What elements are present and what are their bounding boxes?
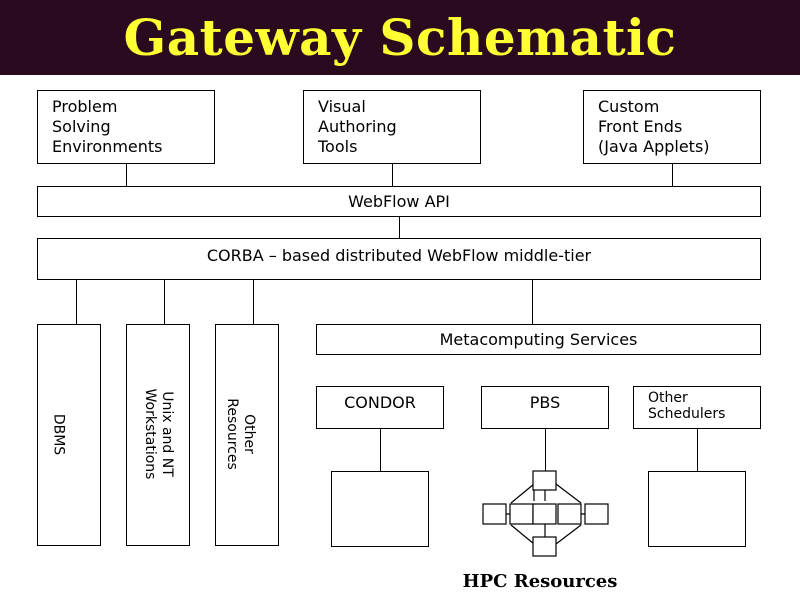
other-schedulers-label: Other Schedulers: [648, 390, 726, 422]
title-banner: [0, 0, 800, 75]
dbms-label: DBMS: [50, 413, 67, 456]
connector-corba-other: [253, 280, 254, 324]
visual-authoring-tools-box: Visual Authoring Tools: [303, 90, 481, 164]
connector-condor-hpc: [380, 429, 381, 471]
condor-box: CONDOR: [316, 386, 444, 429]
pbs-box: PBS: [481, 386, 609, 429]
metacomputing-services-box: Metacomputing Services: [316, 324, 761, 355]
other-schedulers-box: Other Schedulers: [633, 386, 761, 429]
connector-corba-unix: [164, 280, 165, 324]
pbs-node-center: [532, 503, 557, 525]
webflow-api-box: WebFlow API: [37, 186, 761, 217]
unix-nt-workstations-box: [126, 324, 190, 546]
pbs-node-bottom: [532, 536, 557, 557]
connector-other-hpc: [697, 429, 698, 471]
pbs-node-right: [584, 503, 609, 525]
pbs-node-top: [532, 470, 557, 491]
pbs-node-center-left: [509, 503, 534, 525]
visual-authoring-tools-label: Visual Authoring Tools: [318, 97, 397, 156]
custom-front-ends-label: Custom Front Ends (Java Applets): [598, 97, 710, 156]
other-resources-label: Other Resources: [224, 398, 257, 470]
connector-corba-dbms: [76, 280, 77, 324]
hpc-condor-box: [331, 471, 429, 547]
condor-label: CONDOR: [344, 393, 416, 412]
connector-vat-api: [392, 164, 393, 186]
connector-api-corba: [399, 217, 400, 238]
corba-middle-tier-box: CORBA – based distributed WebFlow middle…: [37, 238, 761, 280]
page-title: Gateway Schematic: [123, 8, 677, 67]
hpc-other-box: [648, 471, 746, 547]
pbs-cluster-network: [482, 470, 609, 557]
connector-corba-meta: [532, 280, 533, 324]
unix-nt-workstations-label: Unix and NT Workstations: [142, 388, 175, 480]
metacomputing-services-label: Metacomputing Services: [439, 330, 638, 349]
webflow-api-label: WebFlow API: [348, 192, 450, 211]
problem-solving-environments-box: Problem Solving Environments: [37, 90, 215, 164]
hpc-resources-label: HPC Resources: [462, 571, 618, 592]
connector-pse-api: [126, 164, 127, 186]
pbs-node-center-right: [557, 503, 582, 525]
connector-cfe-api: [672, 164, 673, 186]
pbs-label: PBS: [529, 393, 561, 412]
other-resources-box: [215, 324, 279, 546]
corba-middle-tier-label: CORBA – based distributed WebFlow middle…: [206, 246, 592, 265]
connector-pbs-network: [545, 429, 546, 471]
custom-front-ends-box: Custom Front Ends (Java Applets): [583, 90, 761, 164]
dbms-box: [37, 324, 101, 546]
pbs-node-left: [482, 503, 507, 525]
problem-solving-environments-label: Problem Solving Environments: [52, 97, 163, 156]
